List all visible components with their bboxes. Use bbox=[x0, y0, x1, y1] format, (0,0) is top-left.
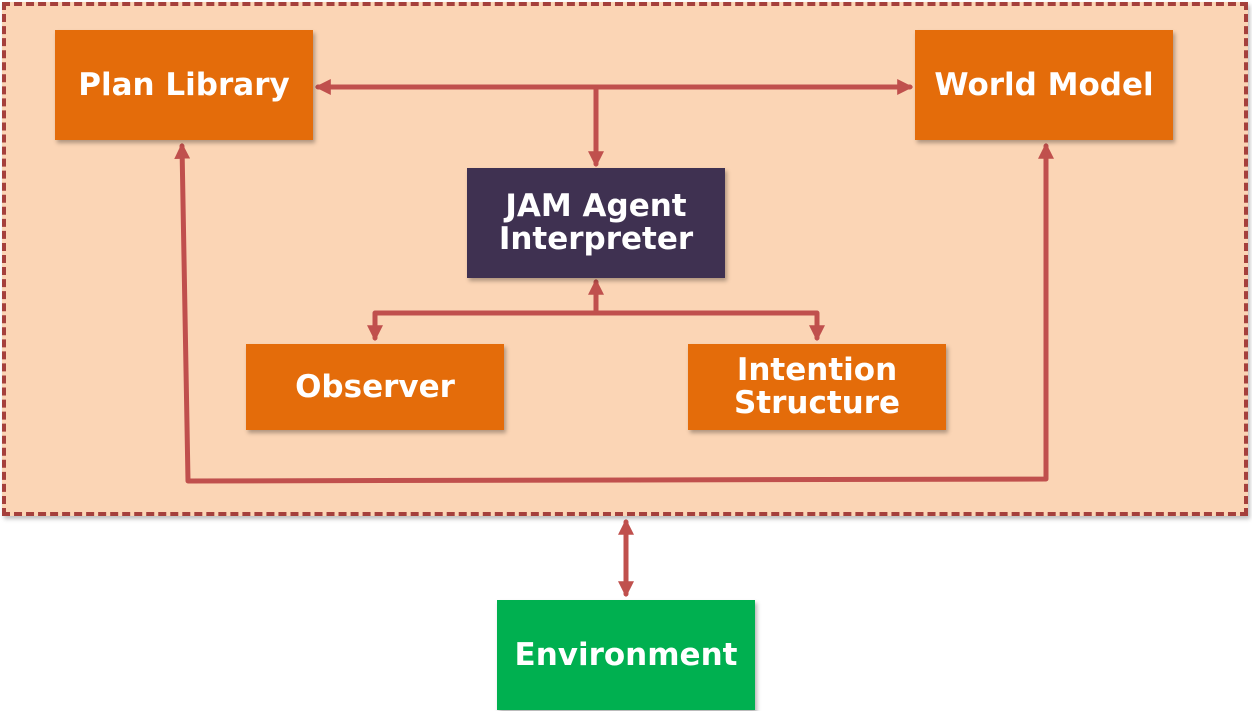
edge-bottom-loop bbox=[174, 142, 1055, 484]
observer-label: Observer bbox=[295, 368, 455, 405]
plan-library-label: Plan Library bbox=[78, 66, 290, 103]
world-model-label: World Model bbox=[934, 66, 1154, 103]
environment-node: Environment bbox=[497, 600, 755, 710]
intention-structure-node: Intention Structure bbox=[688, 344, 946, 430]
edge-branch-observer-intention bbox=[366, 310, 826, 342]
intention-structure-label-line1: Intention bbox=[736, 352, 898, 389]
interpreter-label-line2: Interpreter bbox=[498, 221, 694, 257]
observer-node: Observer bbox=[246, 344, 504, 430]
interpreter-label-line1: JAM Agent bbox=[505, 188, 687, 225]
interpreter-node: JAM Agent Interpreter bbox=[467, 168, 725, 278]
environment-label: Environment bbox=[514, 636, 738, 673]
intention-structure-label-line2: Structure bbox=[733, 385, 901, 421]
plan-library-node: Plan Library bbox=[55, 30, 313, 140]
world-model-node: World Model bbox=[915, 30, 1173, 140]
